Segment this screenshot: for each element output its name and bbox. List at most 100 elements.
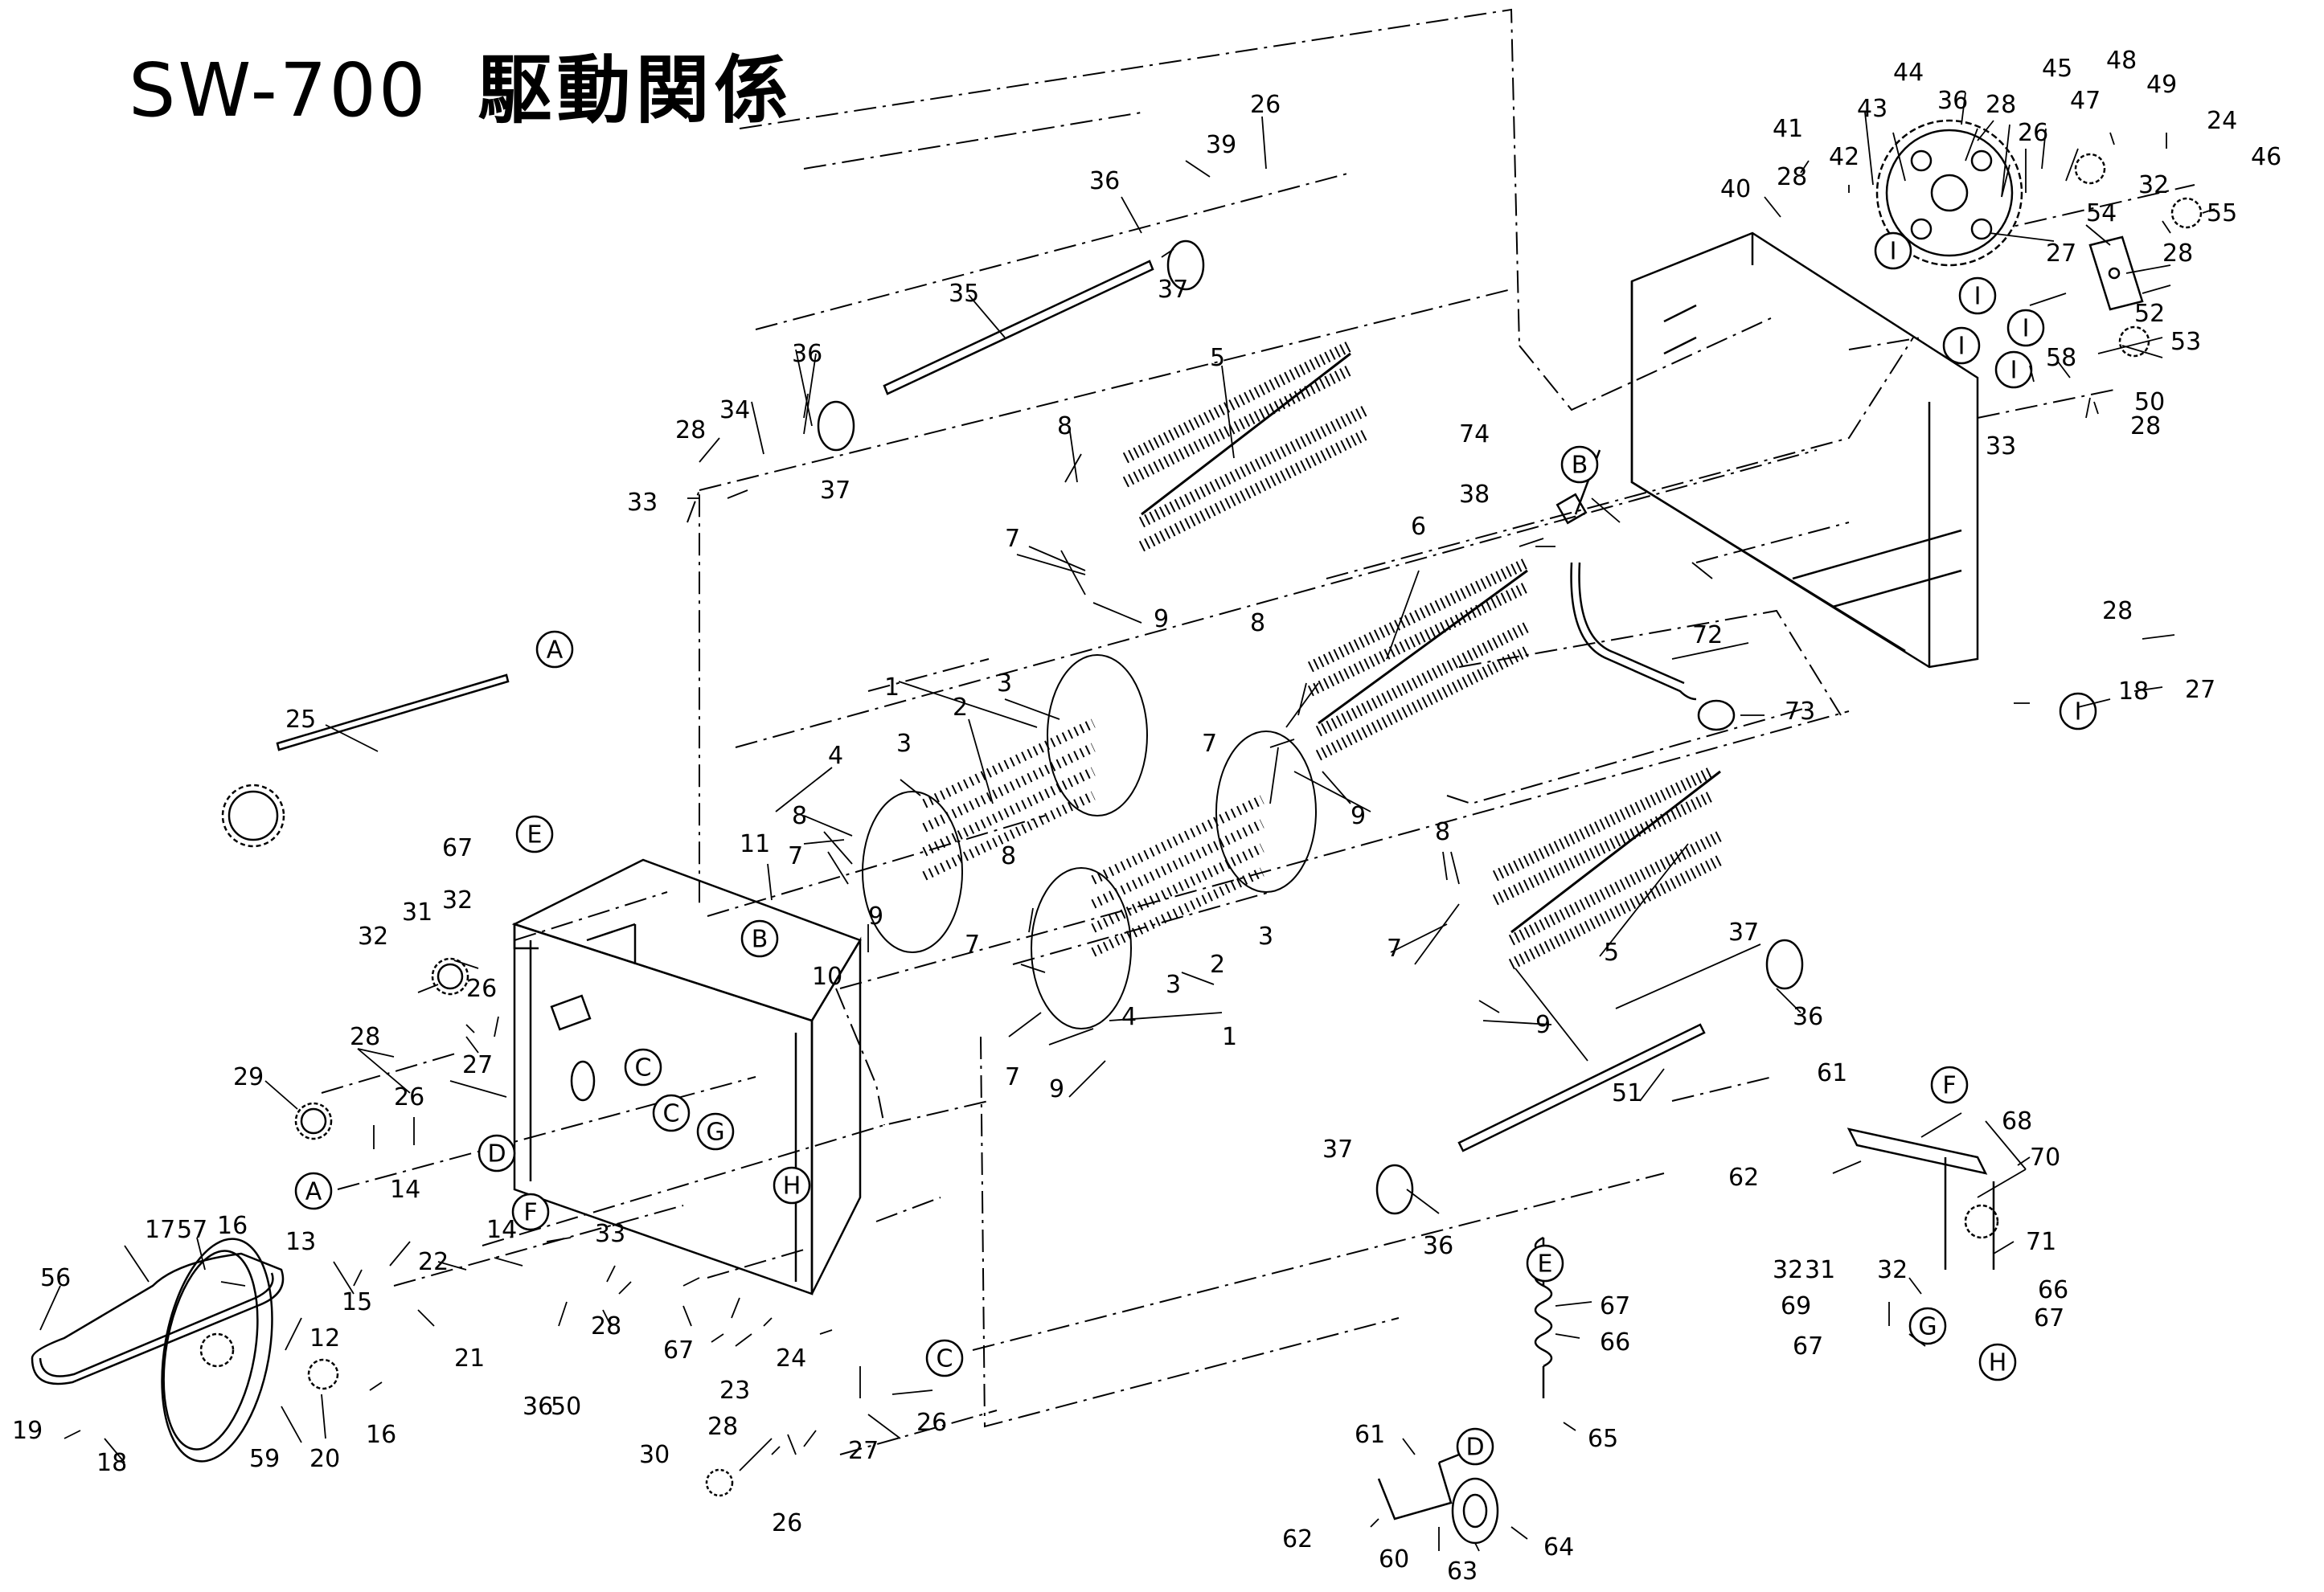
part-number-48-1: 48 [2106,47,2137,75]
part-number-39-1: 39 [1206,131,1236,159]
sprockets-and-gears [199,119,2203,1497]
part-number-28-5: 28 [2130,412,2161,440]
part-number-33-3: 33 [595,1220,625,1248]
ref-letter-G-2: G [1918,1313,1937,1341]
part-number-66-2: 66 [2038,1276,2068,1304]
part-number-63-1: 63 [1447,1557,1478,1586]
ref-letter-A-1: A [547,636,564,665]
part-number-54-1: 54 [2086,199,2117,227]
part-number-43-1: 43 [1857,95,1887,123]
part-number-24-1: 24 [776,1344,806,1373]
part-number-67-4: 67 [1793,1332,1823,1361]
ref-letter-D-2: D [1465,1434,1484,1462]
part-number-18-1: 18 [96,1449,127,1477]
leader-lines [39,92,2215,1552]
part-number-37-1: 37 [1158,276,1188,304]
part-number-1-2: 1 [1222,1023,1237,1051]
part-number-27-2: 27 [2046,239,2076,268]
bracket-60-and-pulley-63 [1377,1453,1499,1545]
ref-letter-H-2: H [1989,1349,2007,1377]
part-number-4-1: 4 [828,742,843,770]
part-number-32-3: 32 [2138,171,2169,199]
part-number-53-1: 53 [2170,328,2201,356]
ref-letter-I-5: I [2010,357,2018,385]
part-number-11-1: 11 [740,830,770,858]
part-number-60-1: 60 [1379,1545,1409,1574]
part-number-34-1: 34 [719,396,750,424]
plate-54 [2088,235,2144,311]
part-number-12-1: 12 [309,1324,340,1353]
part-number-62-2: 62 [1282,1525,1313,1553]
part-number-27-4: 27 [848,1437,879,1465]
ref-C-3 [925,1339,964,1377]
part-number-32-5: 32 [1773,1256,1803,1284]
ref-letter-F-2: F [1942,1072,1956,1100]
part-number-38-1: 38 [1459,481,1490,509]
part-number-18-2: 18 [2118,677,2149,706]
ref-B-left [740,919,779,958]
part-number-29-1: 29 [233,1063,264,1091]
part-number-58-1: 58 [2046,344,2076,372]
part-number-30-1: 30 [639,1441,670,1469]
ref-letter-I-1: I [1890,238,1897,266]
part-number-26-3: 26 [466,975,497,1003]
ref-letter-F-1: F [523,1199,537,1227]
ref-G-left [696,1112,735,1151]
ref-letter-B-2: B [1572,452,1588,480]
ref-F-right [1930,1066,1969,1104]
part-number-56-1: 56 [40,1264,71,1292]
ref-H-right [1978,1343,2017,1381]
part-number-47-1: 47 [2070,87,2101,115]
part-number-28-6: 28 [2102,597,2133,625]
part-number-37-3: 37 [1728,919,1759,947]
ref-letter-I-4: I [1958,333,1965,361]
part-number-36-5: 36 [1423,1232,1453,1260]
part-number-74-1: 74 [1459,420,1490,448]
part-number-69-1: 69 [1781,1292,1811,1320]
part-number-46-1: 46 [2251,143,2281,171]
part-number-1-1: 1 [884,673,900,702]
part-number-52-1: 52 [2134,300,2165,328]
part-number-8-2: 8 [1250,609,1265,637]
ref-letter-A-2: A [305,1178,322,1206]
ref-H-left [773,1166,811,1205]
part-number-17-1: 17 [145,1216,175,1244]
part-number-68-1: 68 [2002,1107,2032,1136]
part-number-13-1: 13 [285,1228,316,1256]
part-number-42-1: 42 [1829,143,1859,171]
ref-I-1 [1874,231,1912,270]
part-number-15-1: 15 [342,1288,372,1316]
part-number-67-1: 67 [442,834,473,862]
part-number-26-5: 26 [772,1509,802,1537]
part-number-8-4: 8 [1001,842,1016,870]
part-number-5-1: 5 [1210,344,1225,372]
ref-I-6 [2059,692,2097,731]
belt-and-pulley [31,1238,285,1463]
part-number-67-3: 67 [1600,1292,1630,1320]
part-number-50-2: 50 [551,1393,581,1421]
part-number-7-5: 7 [1387,935,1402,963]
part-number-26-1: 26 [1250,91,1281,119]
ref-letter-G-1: G [706,1119,724,1147]
part-number-61-1: 61 [1817,1059,1847,1087]
part-number-23-1: 23 [719,1377,750,1405]
part-number-66-1: 66 [1600,1328,1630,1357]
part-number-36-2: 36 [792,340,822,368]
part-number-67-2: 67 [663,1336,694,1365]
part-number-26-6: 26 [916,1409,947,1437]
part-number-9-4: 9 [1049,1075,1064,1103]
part-number-55-1: 55 [2207,199,2237,227]
part-number-8-3: 8 [792,802,807,830]
part-number-71-1: 71 [2026,1228,2056,1256]
part-number-28-4: 28 [2162,239,2193,268]
part-number-45-1: 45 [2042,55,2072,83]
ref-D-bottom [1456,1427,1494,1466]
left-frame-housing [511,858,862,1295]
model-name: SW-700 [129,47,428,133]
ref-I-4 [1942,326,1981,365]
ref-letter-C-1: C [635,1054,652,1082]
part-number-65-1: 65 [1588,1425,1618,1453]
part-number-6-1: 6 [1411,513,1426,541]
part-number-36-3: 36 [1937,87,1968,115]
